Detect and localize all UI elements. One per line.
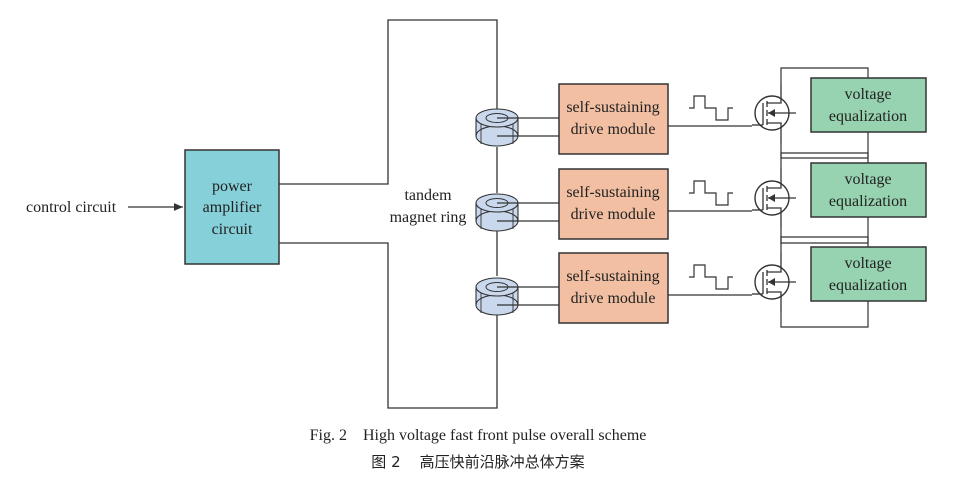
mosfet-icon xyxy=(752,168,796,228)
voltage-equalization-box xyxy=(810,246,927,302)
mosfet-icon xyxy=(752,252,796,312)
drive-module-box xyxy=(558,83,669,155)
equalizer-top-wire xyxy=(780,236,869,252)
amplifier-label-line1: power xyxy=(212,178,253,195)
drive-module-label-line1: self-sustaining xyxy=(566,268,659,285)
drive-module-label-line2: drive module xyxy=(571,121,656,138)
stages: self-sustaining drive module voltage equali… xyxy=(475,67,927,328)
equalizer-bottom-wire xyxy=(780,217,869,244)
mosfet-arrow xyxy=(768,278,775,286)
mosfet-arrow xyxy=(768,109,775,117)
mosfet-icon xyxy=(752,83,796,143)
voltage-equalization-box xyxy=(810,77,927,133)
drive-module-label-line2: drive module xyxy=(571,290,656,307)
mosfet-source xyxy=(767,207,782,228)
magnet-ring-icon xyxy=(475,193,519,232)
amplifier-top-wire xyxy=(279,19,498,185)
stage-3: self-sustaining drive module voltage equali… xyxy=(475,236,927,328)
power-amplifier-box xyxy=(184,149,280,265)
magnet-label-line2: magnet ring xyxy=(390,209,467,226)
equalizer-label-line2: equalization xyxy=(829,193,907,210)
control-circuit-label: control circuit xyxy=(26,199,117,216)
equalizer-bottom-wire xyxy=(780,132,869,159)
mosfet-arrow xyxy=(768,194,775,202)
equalizer-top-wire xyxy=(780,152,869,168)
pulse-waveform-icon xyxy=(689,180,733,206)
equalizer-top-wire xyxy=(780,67,869,83)
caption-english: Fig. 2 High voltage fast front pulse ove… xyxy=(310,427,647,444)
mosfet-source xyxy=(767,291,782,312)
pulse-waveform-icon xyxy=(689,95,733,121)
drive-module-box xyxy=(558,168,669,240)
mosfet-drain xyxy=(767,252,782,273)
equalizer-label-line2: equalization xyxy=(829,277,907,294)
equalizer-label-line1: voltage xyxy=(844,255,891,272)
drive-module-label-line2: drive module xyxy=(571,206,656,223)
equalizer-bottom-wire xyxy=(780,301,869,328)
mosfet-source xyxy=(767,122,782,143)
magnet-ring-icon xyxy=(475,277,519,316)
amplifier-label-line2: amplifier xyxy=(203,199,262,216)
pulse-waveform-icon xyxy=(689,264,733,290)
power-amplifier-block: power amplifier circuit xyxy=(184,149,280,265)
drive-module-label-line1: self-sustaining xyxy=(566,99,659,116)
equalizer-label-line2: equalization xyxy=(829,108,907,125)
drive-module-label-line1: self-sustaining xyxy=(566,184,659,201)
caption-chinese: 图 2 高压快前沿脉冲总体方案 xyxy=(371,453,584,471)
magnet-label-line1: tandem xyxy=(404,187,452,204)
drive-module-box xyxy=(558,252,669,324)
stage-1: self-sustaining drive module voltage equali… xyxy=(475,67,927,159)
magnet-ring-icon xyxy=(475,108,519,147)
amplifier-label-line3: circuit xyxy=(212,221,253,238)
equalizer-label-line1: voltage xyxy=(844,86,891,103)
mosfet-drain xyxy=(767,83,782,104)
equalizer-label-line1: voltage xyxy=(844,171,891,188)
mosfet-drain xyxy=(767,168,782,189)
voltage-equalization-box xyxy=(810,162,927,218)
amplifier-bottom-wire xyxy=(279,242,498,409)
stage-2: self-sustaining drive module voltage equali… xyxy=(475,152,927,244)
